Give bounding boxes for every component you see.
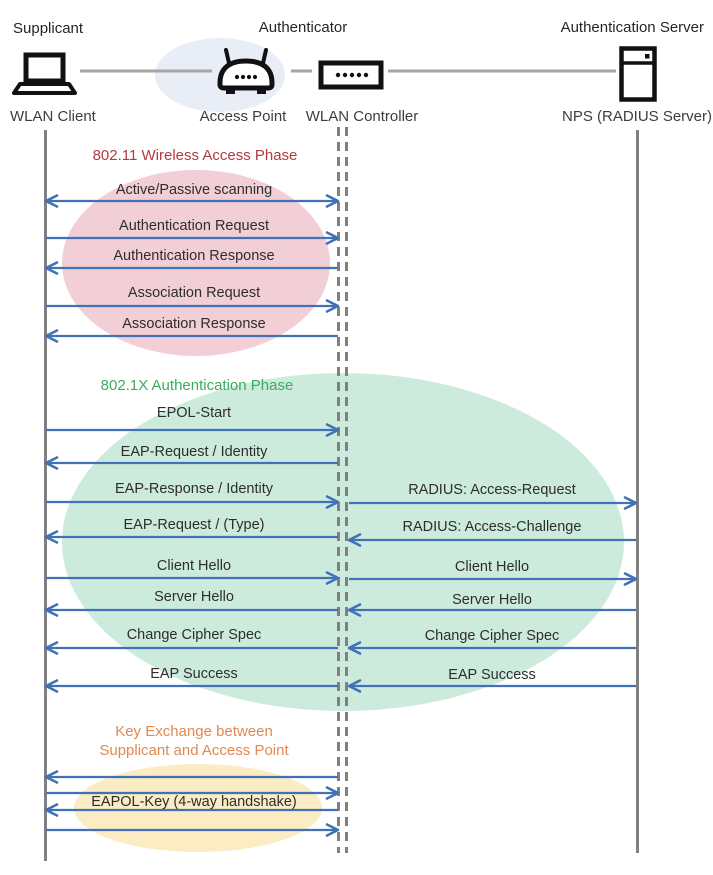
arrow-head (44, 803, 59, 817)
node-label-nps: NPS (RADIUS Server) (561, 108, 713, 125)
arrow-head (44, 770, 59, 784)
arrow-head (347, 679, 362, 693)
arrow-head (325, 299, 340, 313)
role-label-authenticator: Authenticator (258, 19, 348, 36)
access-point-icon (214, 48, 278, 107)
arrow-head (623, 496, 638, 510)
arrow-head (325, 194, 340, 208)
node-label-wlan-controller: WLAN Controller (305, 108, 419, 125)
arrow-head (325, 823, 340, 837)
arrow-head (44, 603, 59, 617)
arrow-head (347, 533, 362, 547)
server-icon (619, 46, 657, 107)
wlan-controller-icon (318, 60, 384, 95)
laptop-icon (12, 52, 78, 103)
phase-80211-wireless-access-ellipse (62, 170, 330, 356)
arrow-head (44, 679, 59, 693)
arrow-head (325, 231, 340, 245)
arrow-head (325, 571, 340, 585)
arrow-head (44, 329, 59, 343)
arrow-head (623, 572, 638, 586)
role-label-authentication-server: Authentication Server (560, 19, 704, 36)
arrow-head (44, 261, 59, 275)
node-label-wlan-client: WLAN Client (10, 108, 96, 125)
arrow-head (44, 194, 59, 208)
arrow-head (325, 423, 340, 437)
arrow-head (347, 641, 362, 655)
arrow-head (325, 495, 340, 509)
phase-8021x-authentication-ellipse (62, 373, 624, 711)
arrow-head (44, 530, 59, 544)
role-label-supplicant: Supplicant (13, 20, 84, 37)
arrow-head (44, 456, 59, 470)
node-label-access-point: Access Point (199, 108, 287, 125)
arrow-head (44, 641, 59, 655)
arrow-head (325, 786, 340, 800)
arrow-head (347, 603, 362, 617)
